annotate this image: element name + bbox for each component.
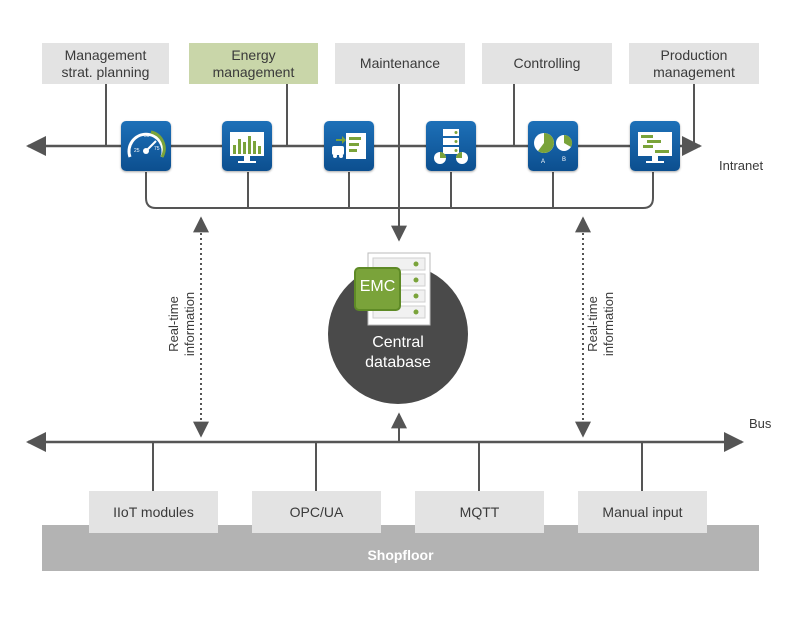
source-opc-ua: OPC/UA [252,491,381,533]
bar-chart-monitor-icon [222,121,272,171]
source-manual-input: Manual input [578,491,707,533]
svg-text:50: 50 [144,133,150,139]
source-iiot-modules: IIoT modules [89,491,218,533]
gantt-monitor-icon [630,121,680,171]
module-controlling: Controlling [482,43,612,84]
intranet-label: Intranet [719,158,764,173]
svg-text:A: A [541,159,545,165]
server-pie-icon [426,121,476,171]
bus-label: Bus [749,416,772,431]
central-database-label: Central database [365,334,431,371]
speedometer-icon: 25 50 75 [121,121,171,171]
emc-logo: EMC [359,278,396,295]
energy-label-icon [324,121,374,171]
pie-comparison-icon: A B [528,121,578,171]
source-mqtt: MQTT [415,491,544,533]
svg-text:B: B [562,157,566,163]
module-energy-management: Energy management [189,43,318,84]
module-maintenance: Maintenance [335,43,465,84]
svg-text:75: 75 [154,146,160,152]
module-production-management: Production management [629,43,759,84]
module-management-strategic-planning: Management strat. planning [42,43,169,84]
svg-text:25: 25 [134,148,140,154]
app-collector-line [145,172,654,209]
shopfloor-label: Shopfloor [367,547,434,563]
